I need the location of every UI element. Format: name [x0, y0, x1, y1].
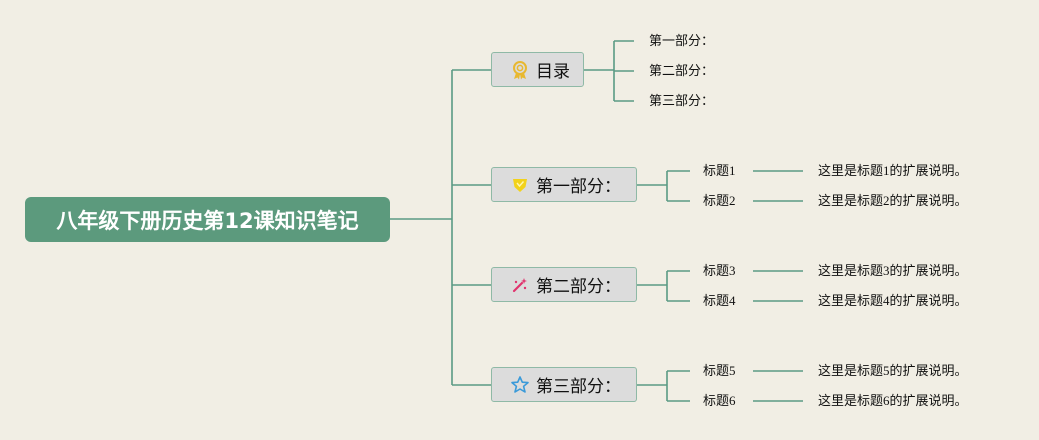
branch-part-three[interactable]: 第三部分：: [491, 367, 637, 402]
star-icon: [510, 375, 530, 395]
subtopic-note[interactable]: 这里是标题1的扩展说明。: [818, 163, 968, 178]
subtopic-note[interactable]: 这里是标题6的扩展说明。: [818, 393, 968, 408]
branch-label: 第三部分：: [536, 377, 621, 397]
subtopic-title[interactable]: 标题5: [703, 363, 736, 378]
branch-label: 第二部分：: [536, 277, 621, 297]
magic-wand-icon: [510, 275, 530, 295]
root-topic[interactable]: 八年级下册历史第12课知识笔记: [25, 197, 390, 242]
branch-part-two[interactable]: 第二部分：: [491, 267, 637, 302]
toc-item[interactable]: 第一部分：: [649, 33, 715, 48]
subtopic-note[interactable]: 这里是标题5的扩展说明。: [818, 363, 968, 378]
subtopic-title[interactable]: 标题6: [703, 393, 736, 408]
medal-icon: [510, 60, 530, 80]
branch-part-one[interactable]: 第一部分：: [491, 167, 637, 202]
subtopic-note[interactable]: 这里是标题4的扩展说明。: [818, 293, 968, 308]
toc-item[interactable]: 第二部分：: [649, 63, 715, 78]
toc-item[interactable]: 第三部分：: [649, 93, 715, 108]
subtopic-title[interactable]: 标题2: [703, 193, 736, 208]
shield-icon: [510, 175, 530, 195]
branch-label: 第一部分：: [536, 177, 621, 197]
subtopic-note[interactable]: 这里是标题3的扩展说明。: [818, 263, 968, 278]
subtopic-title[interactable]: 标题3: [703, 263, 736, 278]
branch-table-of-contents[interactable]: 目录: [491, 52, 584, 87]
branch-label: 目录: [536, 62, 570, 82]
subtopic-note[interactable]: 这里是标题2的扩展说明。: [818, 193, 968, 208]
subtopic-title[interactable]: 标题4: [703, 293, 736, 308]
subtopic-title[interactable]: 标题1: [703, 163, 736, 178]
